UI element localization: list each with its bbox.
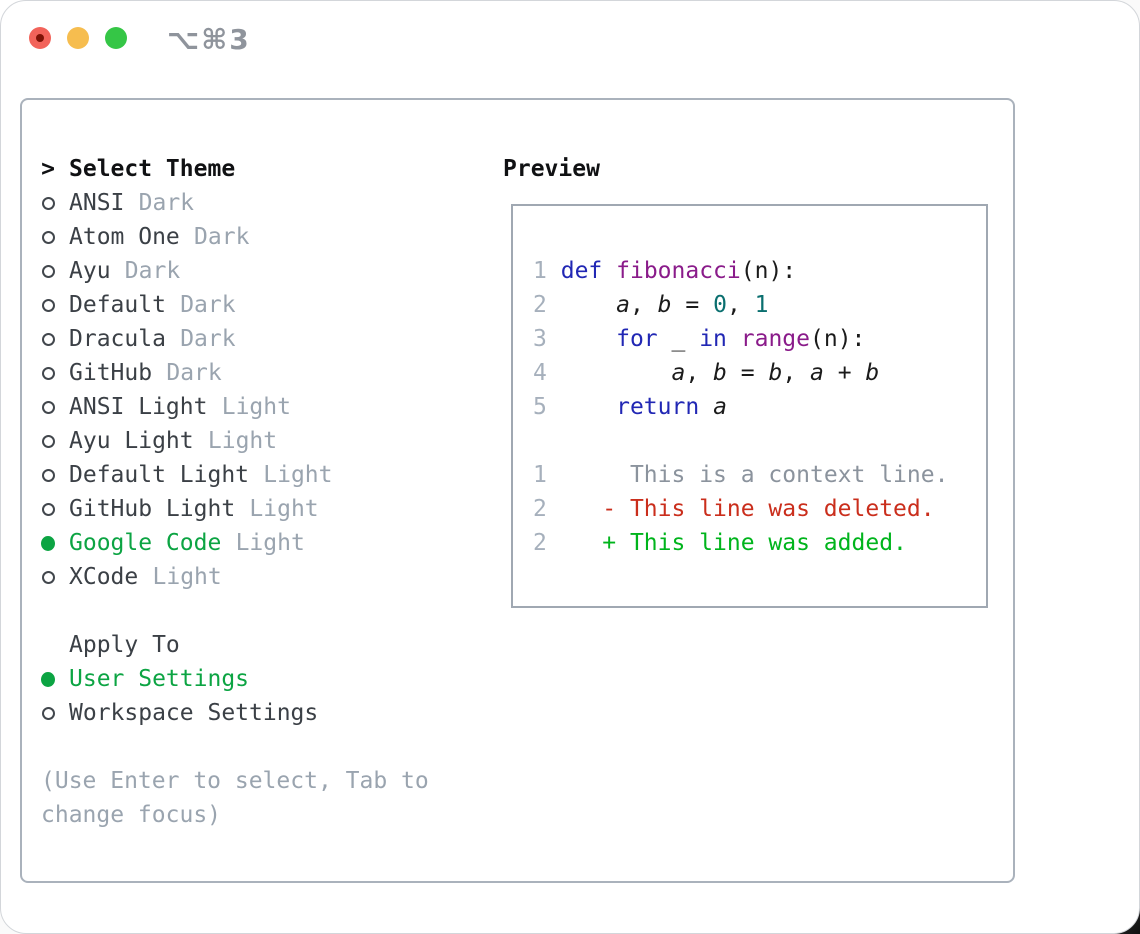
theme-option-label: XCode [69, 564, 139, 590]
theme-variant-label: Light [207, 428, 278, 454]
code-preview: 1 def fibonacci(n): 2 a, b = 0, 1 3 for … [513, 206, 986, 560]
radio-icon [41, 468, 55, 482]
theme-variant-label: Dark [124, 258, 181, 284]
theme-option[interactable]: GitHub Dark [41, 356, 429, 390]
radio-icon [41, 502, 55, 516]
theme-option-label: Default [69, 292, 166, 318]
radio-icon [41, 264, 55, 278]
preview-box: 1 def fibonacci(n): 2 a, b = 0, 1 3 for … [511, 204, 988, 608]
apply-option-label: Workspace Settings [69, 700, 319, 726]
radio-icon [41, 332, 55, 346]
theme-variant-label: Dark [138, 190, 195, 216]
code-line: 1 def fibonacci(n): [533, 258, 797, 284]
code-line: 2 - This line was deleted. [533, 496, 935, 522]
theme-option[interactable]: Default Light Light [41, 458, 429, 492]
code-line: 1 This is a context line. [533, 462, 949, 488]
theme-option[interactable]: Google Code Light [41, 526, 429, 560]
apply-option-label: User Settings [69, 666, 250, 692]
radio-icon [41, 570, 55, 584]
theme-option-label: ANSI Light [69, 394, 208, 420]
theme-variant-label: Dark [180, 292, 236, 318]
theme-variant-label: Dark [194, 224, 250, 250]
theme-variant-label: Light [249, 496, 319, 522]
theme-option-label: Dracula [69, 326, 166, 352]
theme-option[interactable]: Dracula Dark [41, 322, 429, 356]
theme-option-label: ANSI [69, 190, 125, 216]
apply-to-header: Apply To [41, 628, 429, 662]
theme-variant-label: Dark [166, 360, 222, 386]
window-title: ⌥⌘3 [167, 23, 251, 56]
radio-icon [41, 434, 55, 448]
radio-icon [41, 366, 55, 380]
apply-option[interactable]: User Settings [41, 662, 429, 696]
theme-list-title: Select Theme [69, 156, 236, 182]
theme-option-label: Ayu [69, 258, 111, 284]
theme-option[interactable]: XCode Light [41, 560, 429, 594]
apply-to-title: Apply To [69, 632, 180, 658]
minimize-button[interactable] [67, 27, 89, 49]
theme-variant-label: Light [221, 394, 291, 420]
radio-icon [41, 230, 55, 244]
theme-option[interactable]: ANSI Dark [41, 186, 429, 220]
theme-variant-label: Light [235, 530, 305, 556]
unsaved-dot-icon [36, 34, 44, 42]
radio-icon [41, 706, 55, 720]
close-button[interactable] [29, 27, 51, 49]
theme-variant-label: Light [263, 462, 333, 488]
radio-icon [41, 298, 55, 312]
code-line: 2 a, b = 0, 1 [533, 292, 769, 318]
theme-option-label: GitHub [69, 360, 153, 386]
radio-icon [41, 400, 55, 414]
theme-option[interactable]: ANSI Light Light [41, 390, 429, 424]
zoom-button[interactable] [105, 27, 127, 49]
titlebar: ⌥⌘3 [1, 1, 1139, 76]
theme-option[interactable]: GitHub Light Light [41, 492, 429, 526]
theme-option[interactable]: Ayu Dark [41, 254, 429, 288]
code-line: 3 for _ in range(n): [533, 326, 866, 352]
code-line: 4 a, b = b, a + b [533, 360, 880, 386]
spacer [41, 594, 429, 628]
theme-option-label: GitHub Light [69, 496, 236, 522]
apply-option[interactable]: Workspace Settings [41, 696, 429, 730]
cursor-prompt-icon: > [41, 156, 55, 182]
code-line: 2 + This line was added. [533, 530, 907, 556]
theme-list-header: > Select Theme [41, 152, 429, 186]
radio-icon [41, 196, 55, 210]
theme-option[interactable]: Default Dark [41, 288, 429, 322]
theme-option[interactable]: Ayu Light Light [41, 424, 429, 458]
theme-option-label: Ayu Light [69, 428, 194, 454]
radio-selected-icon [41, 535, 55, 551]
theme-variant-label: Light [152, 564, 222, 590]
radio-selected-icon [41, 671, 55, 687]
code-line: 5 return a [533, 394, 727, 420]
theme-option[interactable]: Atom One Dark [41, 220, 429, 254]
theme-variant-label: Dark [180, 326, 236, 352]
theme-option-label: Google Code [69, 530, 222, 556]
theme-option-label: Default Light [69, 462, 250, 488]
help-text: (Use Enter to select, Tab to change focu… [41, 768, 429, 828]
theme-option-label: Atom One [69, 224, 180, 250]
preview-title: Preview [503, 156, 600, 182]
